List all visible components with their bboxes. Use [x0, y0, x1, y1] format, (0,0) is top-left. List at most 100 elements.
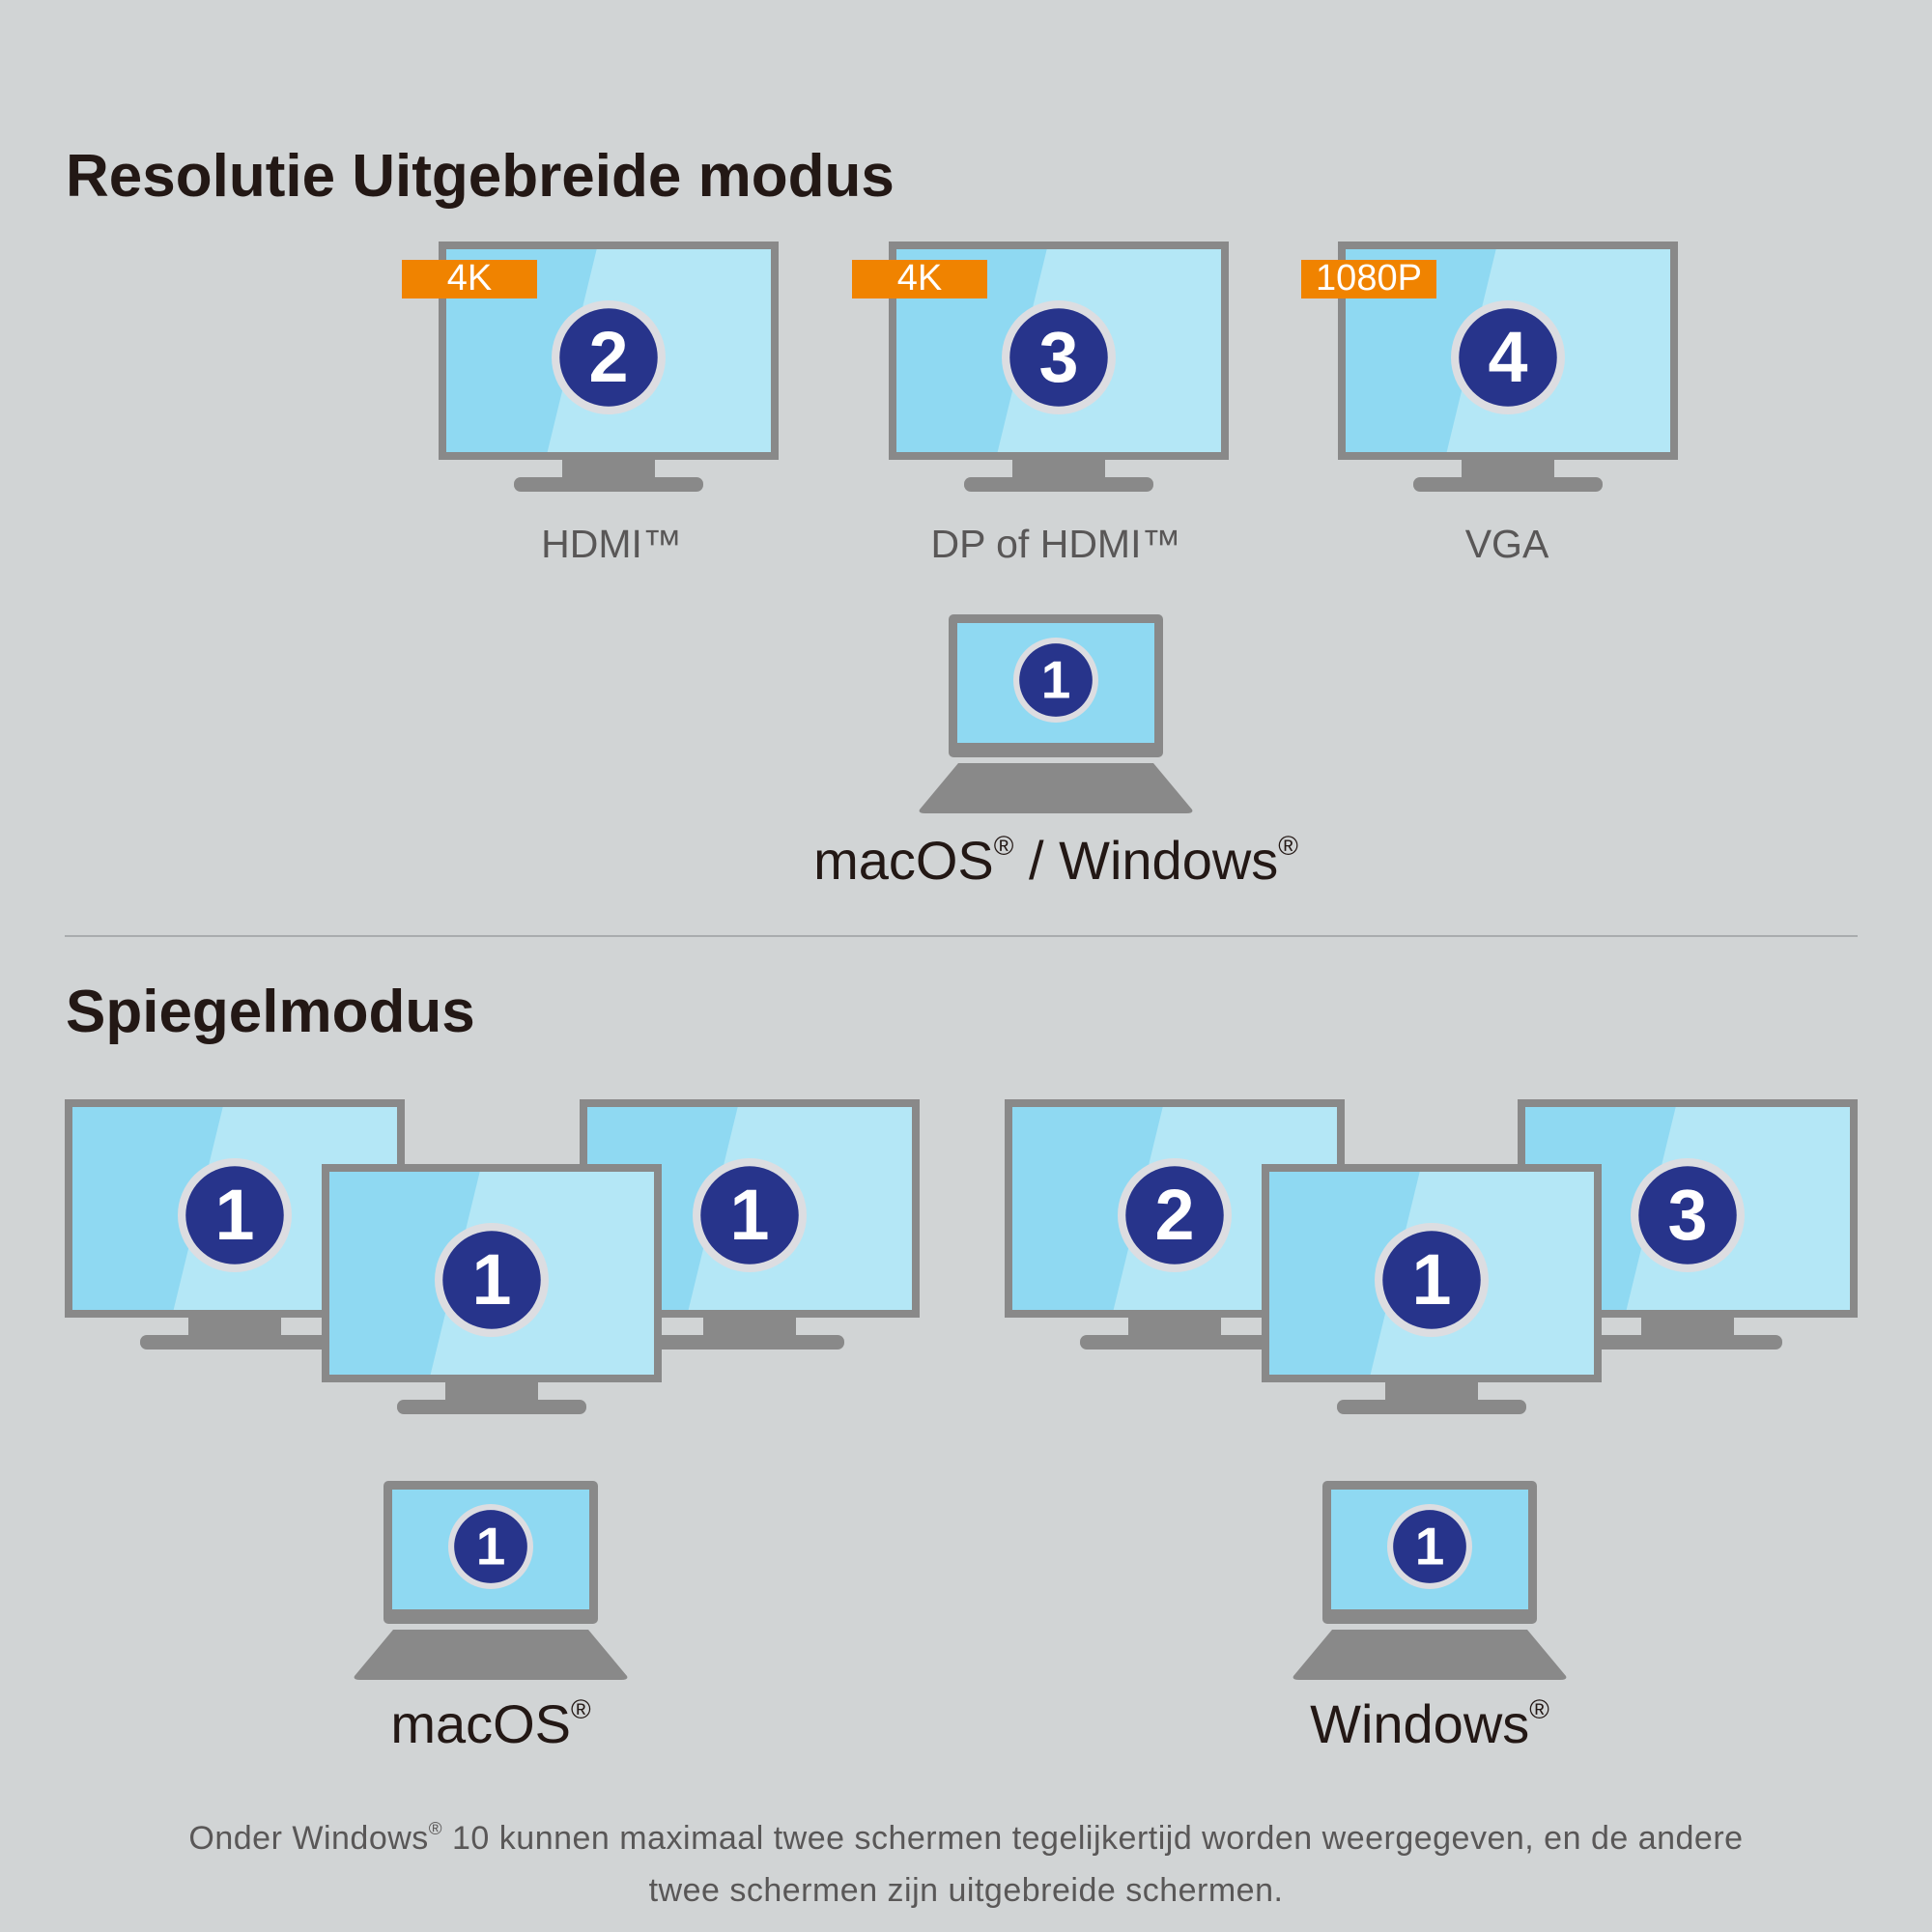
monitor-number-badge: 2: [1118, 1158, 1232, 1272]
number-label: 3: [1038, 317, 1078, 397]
number-label: 3: [1667, 1175, 1707, 1255]
footnote: Onder Windows® 10 kunnen maximaal twee s…: [97, 1803, 1835, 1917]
mirror-mode-title: Spiegelmodus: [66, 979, 475, 1045]
port-label-vga: VGA: [1464, 522, 1549, 566]
number-circle: [1459, 308, 1557, 407]
number-label: 4: [1488, 317, 1527, 397]
monitor-stand: [1593, 1335, 1782, 1350]
resolution-badge: 4K: [852, 258, 987, 298]
number-label: 1: [729, 1175, 769, 1255]
laptop-number-badge: 1: [448, 1504, 533, 1589]
mirror-macos-monitor-front: 1: [322, 1164, 662, 1414]
monitor-neck: [703, 1318, 796, 1335]
number-circle: [559, 308, 658, 407]
monitor-neck: [1128, 1318, 1221, 1335]
laptop-number-badge: 1: [1013, 638, 1098, 723]
number-circle: [1125, 1166, 1224, 1264]
monitor-stand: [514, 477, 703, 492]
os-windows-text: Windows: [1310, 1693, 1530, 1755]
monitor-stand: [1080, 1335, 1269, 1350]
screen-shade: [446, 249, 597, 452]
monitor-number-badge: 4: [1451, 300, 1565, 414]
os-windows-text: Windows: [1059, 830, 1279, 892]
footnote-line1-start: Onder Windows: [188, 1819, 429, 1857]
registered-mark: ®: [993, 831, 1014, 861]
number-label: 1: [476, 1516, 506, 1576]
monitor-stand: [964, 477, 1153, 492]
number-circle: [1009, 308, 1108, 407]
resolution-badge-bg: [852, 260, 987, 298]
number-label: 1: [214, 1175, 254, 1255]
registered-mark: ®: [428, 1818, 443, 1838]
screen-shade: [1346, 249, 1496, 452]
os-macos-text: macOS: [390, 1693, 572, 1755]
number-label: 1: [471, 1239, 511, 1320]
number-label: 2: [588, 317, 628, 397]
monitor-neck: [1385, 1382, 1478, 1400]
registered-mark: ®: [1278, 831, 1298, 861]
number-label: 1: [1411, 1239, 1451, 1320]
mirror-macos-label: macOS®: [153, 1696, 829, 1751]
monitor-stand: [397, 1400, 586, 1414]
resolution-badge-label: 4K: [447, 258, 492, 298]
monitor-stand: [1337, 1400, 1526, 1414]
monitor-neck: [1462, 460, 1554, 477]
extended-mode-title: Resolutie Uitgebreide modus: [66, 143, 895, 210]
laptop-base: [354, 1630, 628, 1680]
monitor-stand: [1413, 477, 1603, 492]
footnote-line2: twee schermen zijn uitgebreide schermen.: [648, 1871, 1284, 1909]
number-label: 2: [1154, 1175, 1194, 1255]
number-circle: [1638, 1166, 1737, 1264]
resolution-badge: 1080P: [1301, 258, 1436, 298]
section-divider: [65, 935, 1858, 937]
screen-shade: [1012, 1107, 1163, 1310]
monitor-number-badge: 3: [1631, 1158, 1745, 1272]
number-circle: [1382, 1231, 1481, 1329]
monitor-number-badge: 1: [435, 1223, 549, 1337]
number-circle: [454, 1510, 527, 1583]
port-label-hdmi: HDMI™: [541, 522, 682, 566]
number-circle: [185, 1166, 284, 1264]
monitor-number-badge: 2: [552, 300, 666, 414]
monitor-stand: [655, 1335, 844, 1350]
mirror-windows-label: Windows®: [1092, 1696, 1768, 1751]
screen-shade: [1269, 1172, 1420, 1375]
extended-monitor-2: 2 4K: [402, 242, 779, 492]
number-label: 1: [1415, 1516, 1445, 1576]
extended-laptop: 1: [919, 614, 1193, 813]
number-label: 1: [1041, 649, 1071, 709]
number-circle: [1019, 643, 1093, 717]
resolution-badge-label: 4K: [897, 258, 942, 298]
monitor-number-badge: 1: [178, 1158, 292, 1272]
number-circle: [700, 1166, 799, 1264]
monitor-neck: [1641, 1318, 1734, 1335]
resolution-badge: 4K: [402, 258, 537, 298]
monitor-number-badge: 1: [693, 1158, 807, 1272]
resolution-badge-bg: [1301, 260, 1436, 298]
registered-mark: ®: [571, 1694, 591, 1724]
mirror-windows-monitor-front: 1: [1262, 1164, 1602, 1414]
monitor-neck: [188, 1318, 281, 1335]
monitor-stand: [140, 1335, 329, 1350]
laptop-number-badge: 1: [1387, 1504, 1472, 1589]
resolution-badge-bg: [402, 260, 537, 298]
monitor-number-badge: 3: [1002, 300, 1116, 414]
monitor-number-badge: 1: [1375, 1223, 1489, 1337]
monitor-neck: [445, 1382, 538, 1400]
registered-mark: ®: [1529, 1694, 1549, 1724]
monitor-neck: [562, 460, 655, 477]
screen-shade: [896, 249, 1047, 452]
number-circle: [1393, 1510, 1466, 1583]
mirror-macos-laptop: 1: [354, 1481, 628, 1680]
screen-shade: [72, 1107, 223, 1310]
mirror-windows-laptop: 1: [1293, 1481, 1567, 1680]
number-circle: [442, 1231, 541, 1329]
laptop-base: [919, 763, 1193, 813]
extended-monitor-4: 4 1080P: [1301, 242, 1678, 492]
extended-monitor-3: 3 4K: [852, 242, 1229, 492]
os-macos-text: macOS: [813, 830, 994, 892]
screen-shade: [329, 1172, 480, 1375]
mirror-windows-monitor-right: 3: [1518, 1099, 1858, 1350]
extended-os-label: macOS® / Windows®: [718, 833, 1394, 888]
